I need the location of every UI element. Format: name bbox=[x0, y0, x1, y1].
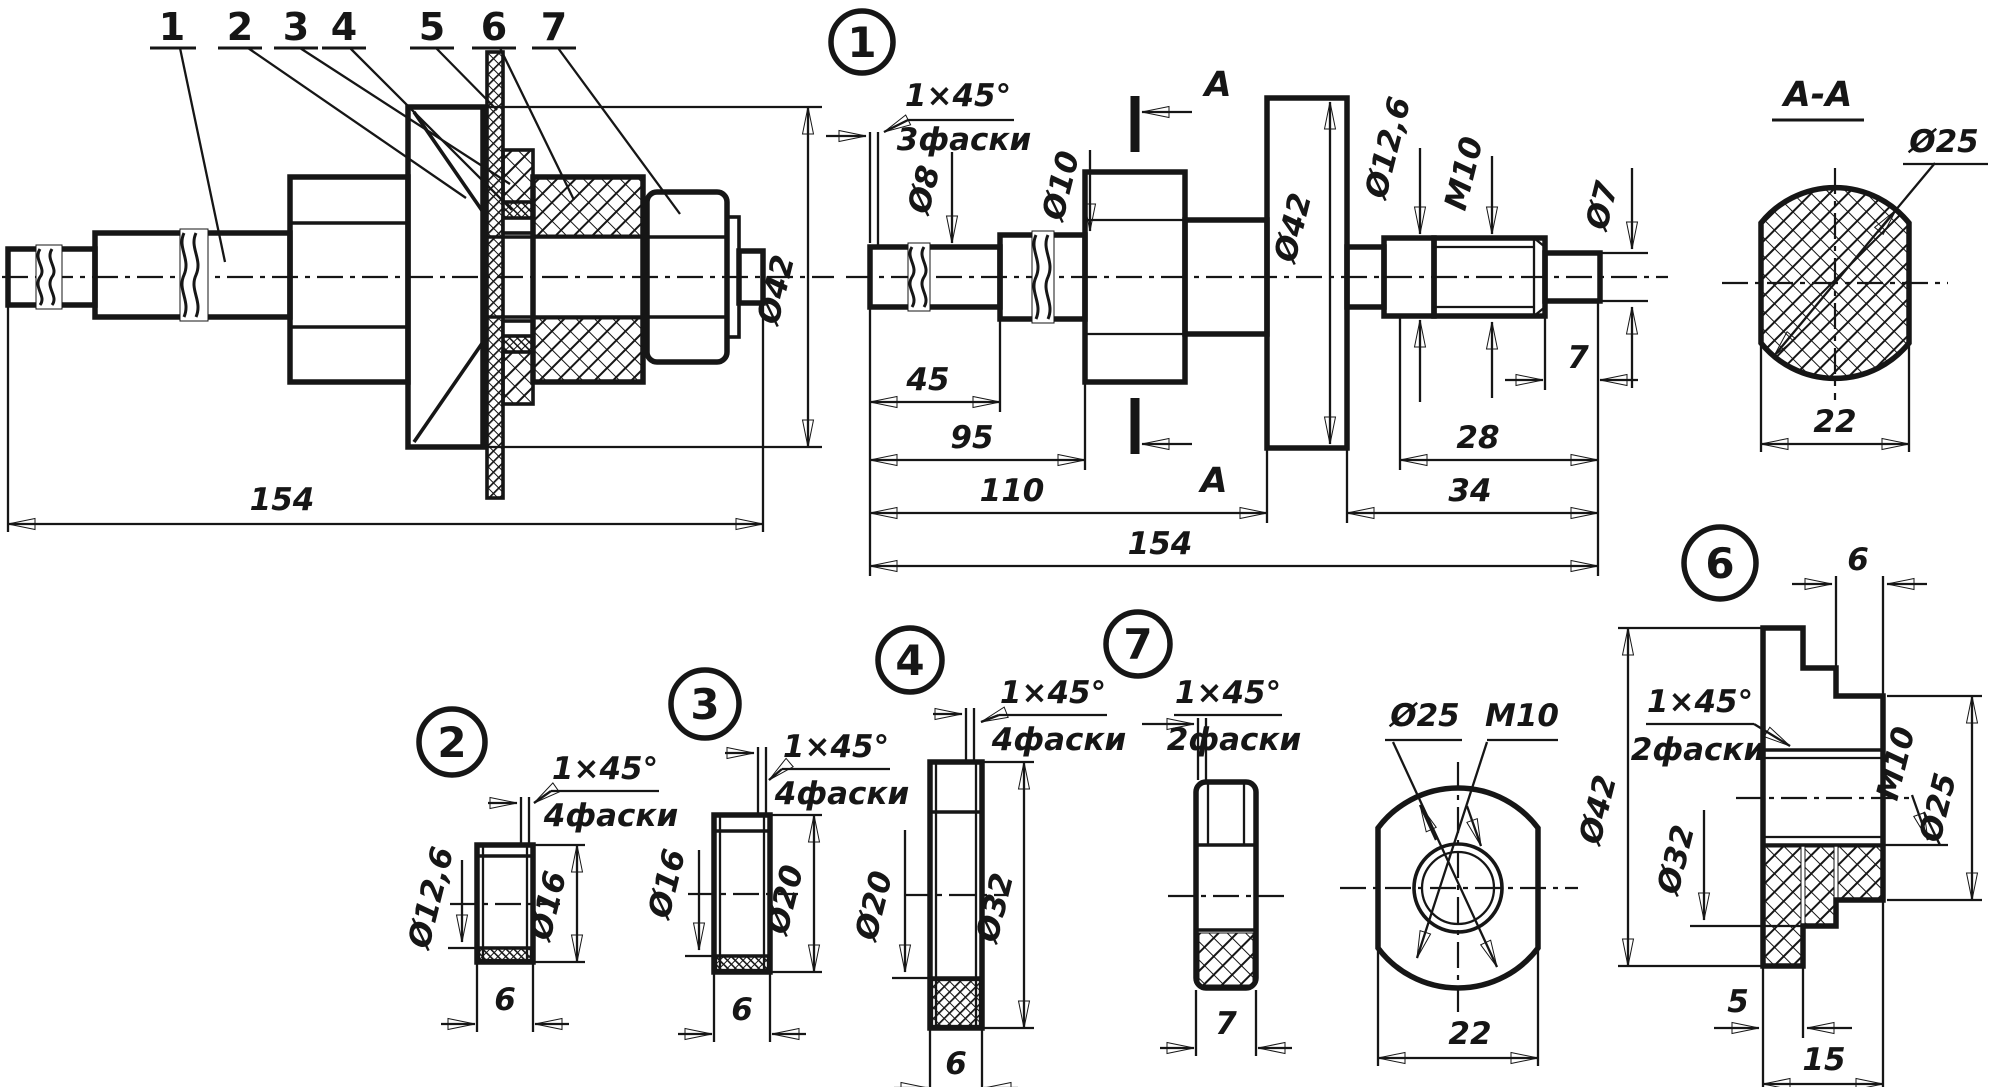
part6-chamfer-label: 1×45° bbox=[1647, 684, 1753, 720]
callout-2: 2 bbox=[227, 5, 253, 49]
part1-dia7-label: Ø7 bbox=[1579, 178, 1626, 236]
part3-chamfer-label: 1×45° bbox=[783, 729, 889, 765]
callout-6: 6 bbox=[481, 5, 507, 49]
part1-dia42-label: Ø42 bbox=[1267, 190, 1319, 268]
part3-balloon: 3 bbox=[668, 667, 742, 741]
assembly-profile bbox=[5, 50, 766, 500]
part3-view: 3 1×45° 4фаски Ø16 Ø20 6 bbox=[641, 667, 909, 1042]
part6-outline bbox=[1760, 625, 1886, 969]
part2-view: 2 1×45° 4фаски Ø12,6 Ø16 6 bbox=[401, 706, 678, 1032]
part4-balloon: 4 bbox=[875, 625, 945, 695]
part1-len154-label: 154 bbox=[1128, 526, 1193, 562]
part7-face-thread-label: M10 bbox=[1485, 698, 1559, 734]
part6-thread-label: M10 bbox=[1870, 723, 1923, 804]
part7-face-width22-label: 22 bbox=[1448, 1016, 1491, 1052]
part1-dia10-label: Ø10 bbox=[1035, 148, 1087, 226]
assembly-dia42-label: Ø42 bbox=[750, 252, 802, 330]
part7-chamfer-label: 1×45° bbox=[1175, 675, 1281, 711]
part7-balloon: 7 bbox=[1103, 609, 1173, 679]
section-aa-dia25-label: Ø25 bbox=[1907, 124, 1979, 160]
part3-bore-label: Ø16 bbox=[641, 846, 693, 924]
part6-dia42-label: Ø42 bbox=[1572, 772, 1624, 850]
part1-dia8-label: Ø8 bbox=[901, 162, 948, 219]
part6-balloon: 6 bbox=[1681, 524, 1759, 602]
part2-bore-label: Ø12,6 bbox=[401, 843, 461, 953]
assembly-len154-label: 154 bbox=[250, 482, 315, 518]
part1-len28-label: 28 bbox=[1456, 420, 1499, 456]
section-mark-bottom: A bbox=[1197, 461, 1227, 501]
callout-5: 5 bbox=[419, 5, 445, 49]
part2-balloon: 2 bbox=[416, 706, 488, 778]
svg-text:6: 6 bbox=[1705, 539, 1734, 588]
callout-4: 4 bbox=[331, 5, 357, 49]
part7-face-dia25-label: Ø25 bbox=[1388, 698, 1460, 734]
part1-length-dimensions: 45 95 110 154 7 28 34 bbox=[868, 303, 1638, 576]
part2-width-label: 6 bbox=[494, 982, 516, 1018]
part1-dia12-6-label: Ø12,6 bbox=[1358, 93, 1418, 203]
callout-3: 3 bbox=[283, 5, 309, 49]
part1-section-cut-marks: A A bbox=[1130, 65, 1232, 501]
part1-len95-label: 95 bbox=[950, 420, 993, 456]
part1-balloon: 1 bbox=[828, 8, 896, 76]
part4-chamfer-label: 1×45° bbox=[1000, 675, 1106, 711]
part7-face-view: Ø25 M10 22 bbox=[1340, 698, 1578, 1066]
part1-view: 1 A A 1×45° 3фаски bbox=[826, 8, 1668, 576]
part3-chamfer-note: 4фаски bbox=[774, 776, 909, 812]
part6-depth6-label: 6 bbox=[1847, 542, 1869, 578]
part1-len7-label: 7 bbox=[1567, 340, 1589, 376]
part7-width-label: 7 bbox=[1215, 1006, 1237, 1042]
svg-text:1: 1 bbox=[847, 18, 876, 67]
svg-text:2: 2 bbox=[437, 718, 466, 767]
assembly-wall-strip bbox=[485, 50, 505, 500]
part6-dia25-label: Ø25 bbox=[1912, 770, 1964, 848]
section-aa-view: A-A Ø25 22 bbox=[1722, 75, 1988, 452]
part1-len34-label: 34 bbox=[1448, 473, 1491, 509]
part3-outer-label: Ø20 bbox=[759, 862, 811, 940]
part4-view: 4 1×45° 4фаски Ø20 Ø32 6 bbox=[848, 625, 1126, 1087]
section-aa-title: A-A bbox=[1781, 75, 1853, 115]
assembly-callouts: 1 2 3 4 5 6 7 bbox=[150, 5, 681, 263]
part1-len110-label: 110 bbox=[980, 473, 1045, 509]
part2-chamfer-note: 4фаски bbox=[543, 798, 678, 834]
svg-text:4: 4 bbox=[895, 636, 924, 685]
part6-dia32-label: Ø32 bbox=[1650, 822, 1702, 900]
part1-chamfer-note: 3фаски bbox=[897, 122, 1031, 158]
part1-chamfer-label: 1×45° bbox=[905, 78, 1011, 114]
part4-bore-label: Ø20 bbox=[848, 868, 900, 946]
part2-outer-label: Ø16 bbox=[522, 868, 574, 946]
part1-profile bbox=[867, 95, 1603, 451]
part4-chamfer-note: 4фаски bbox=[991, 722, 1126, 758]
part7-view: 7 1×45° 2фаски 7 Ø25 M10 22 bbox=[1103, 609, 1578, 1066]
part3-width-label: 6 bbox=[731, 992, 753, 1028]
svg-text:3: 3 bbox=[690, 680, 719, 729]
part7-face-outline bbox=[1375, 785, 1541, 991]
section-aa-width22-label: 22 bbox=[1813, 404, 1856, 440]
part6-view: 6 6 1×45° 2фаски Ø42 Ø32 M10 Ø25 5 15 bbox=[1572, 524, 1982, 1087]
callout-1: 1 bbox=[159, 5, 185, 49]
part2-chamfer-label: 1×45° bbox=[552, 751, 658, 787]
part1-thread-label: M10 bbox=[1438, 133, 1491, 214]
callout-7: 7 bbox=[541, 5, 567, 49]
part6-len5-label: 5 bbox=[1727, 984, 1749, 1020]
part6-len15-label: 15 bbox=[1802, 1042, 1845, 1078]
svg-text:7: 7 bbox=[1123, 620, 1152, 669]
part7-chamfer-note: 2фаски bbox=[1167, 722, 1301, 758]
assembly-view: 1 2 3 4 5 6 7 Ø42 154 bbox=[2, 5, 834, 532]
part6-chamfer-note: 2фаски bbox=[1631, 732, 1765, 768]
part4-width-label: 6 bbox=[945, 1046, 967, 1082]
part1-len45-label: 45 bbox=[905, 362, 949, 398]
section-mark-top: A bbox=[1201, 65, 1231, 105]
